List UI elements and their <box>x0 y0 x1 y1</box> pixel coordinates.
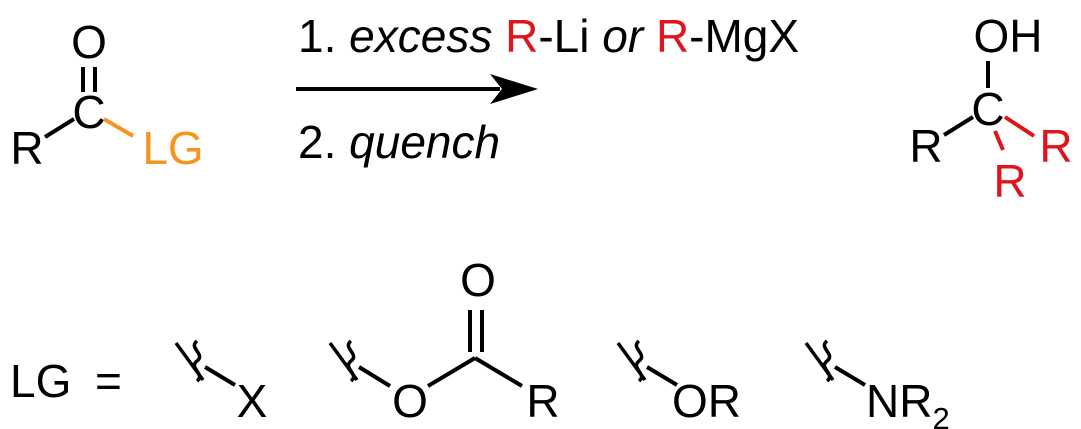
legend-lg: LG <box>10 355 71 407</box>
reactant-r: R <box>10 122 43 174</box>
lg-x: X <box>237 375 268 427</box>
reactant-r-bond <box>43 117 76 139</box>
amine-bond <box>833 365 867 387</box>
acyloxy-carbonyl-o: O <box>460 254 496 306</box>
reaction-arrow-head <box>490 74 538 104</box>
lg-option-acyloxy: O O R <box>328 254 560 427</box>
acyloxy-bond-3 <box>473 356 524 388</box>
conditions-step1: 1. excess R-Li or R-MgX <box>298 10 799 62</box>
reaction-arrow-group: 1. excess R-Li or R-MgX 2. quench <box>296 10 799 168</box>
lg-or: OR <box>672 375 741 427</box>
lg-option-alkoxy: OR <box>616 339 741 427</box>
acyloxy-r: R <box>526 375 559 427</box>
wavy-bond-icon <box>346 339 356 383</box>
legend-equals: = <box>95 355 122 407</box>
product-r-right: R <box>1039 120 1072 172</box>
product-r-right-bond <box>1003 115 1036 138</box>
product: OH C R R R <box>909 10 1072 207</box>
reactant-carbonyl-o: O <box>71 16 107 68</box>
reactant-lg: LG <box>142 122 203 174</box>
reactant-carbon: C <box>72 86 105 138</box>
acyloxy-bond-2 <box>426 356 477 388</box>
product-r-bottom: R <box>993 155 1026 207</box>
product-r-left: R <box>909 120 942 172</box>
reactant-lg-bond <box>102 117 135 138</box>
acyloxy-bond-1 <box>357 365 392 388</box>
wavy-bond-icon <box>822 339 832 383</box>
reactant: O C R LG <box>10 16 203 174</box>
lg-option-halide: X <box>174 339 268 427</box>
conditions-step2: 2. quench <box>298 116 500 168</box>
halide-bond <box>203 365 237 387</box>
lg-nr2: NR2 <box>866 375 950 429</box>
lg-option-amide: NR2 <box>804 339 950 429</box>
product-r-left-bond <box>942 115 975 137</box>
leaving-group-legend: LG = X O O R OR <box>10 254 950 429</box>
acyloxy-o: O <box>392 375 428 427</box>
product-r-bottom-bond <box>993 130 1005 151</box>
wavy-bond-icon <box>634 339 644 383</box>
alkoxy-bond <box>645 365 679 387</box>
product-oh: OH <box>974 10 1043 62</box>
wavy-bond-icon <box>192 339 202 383</box>
product-carbon: C <box>971 83 1004 135</box>
